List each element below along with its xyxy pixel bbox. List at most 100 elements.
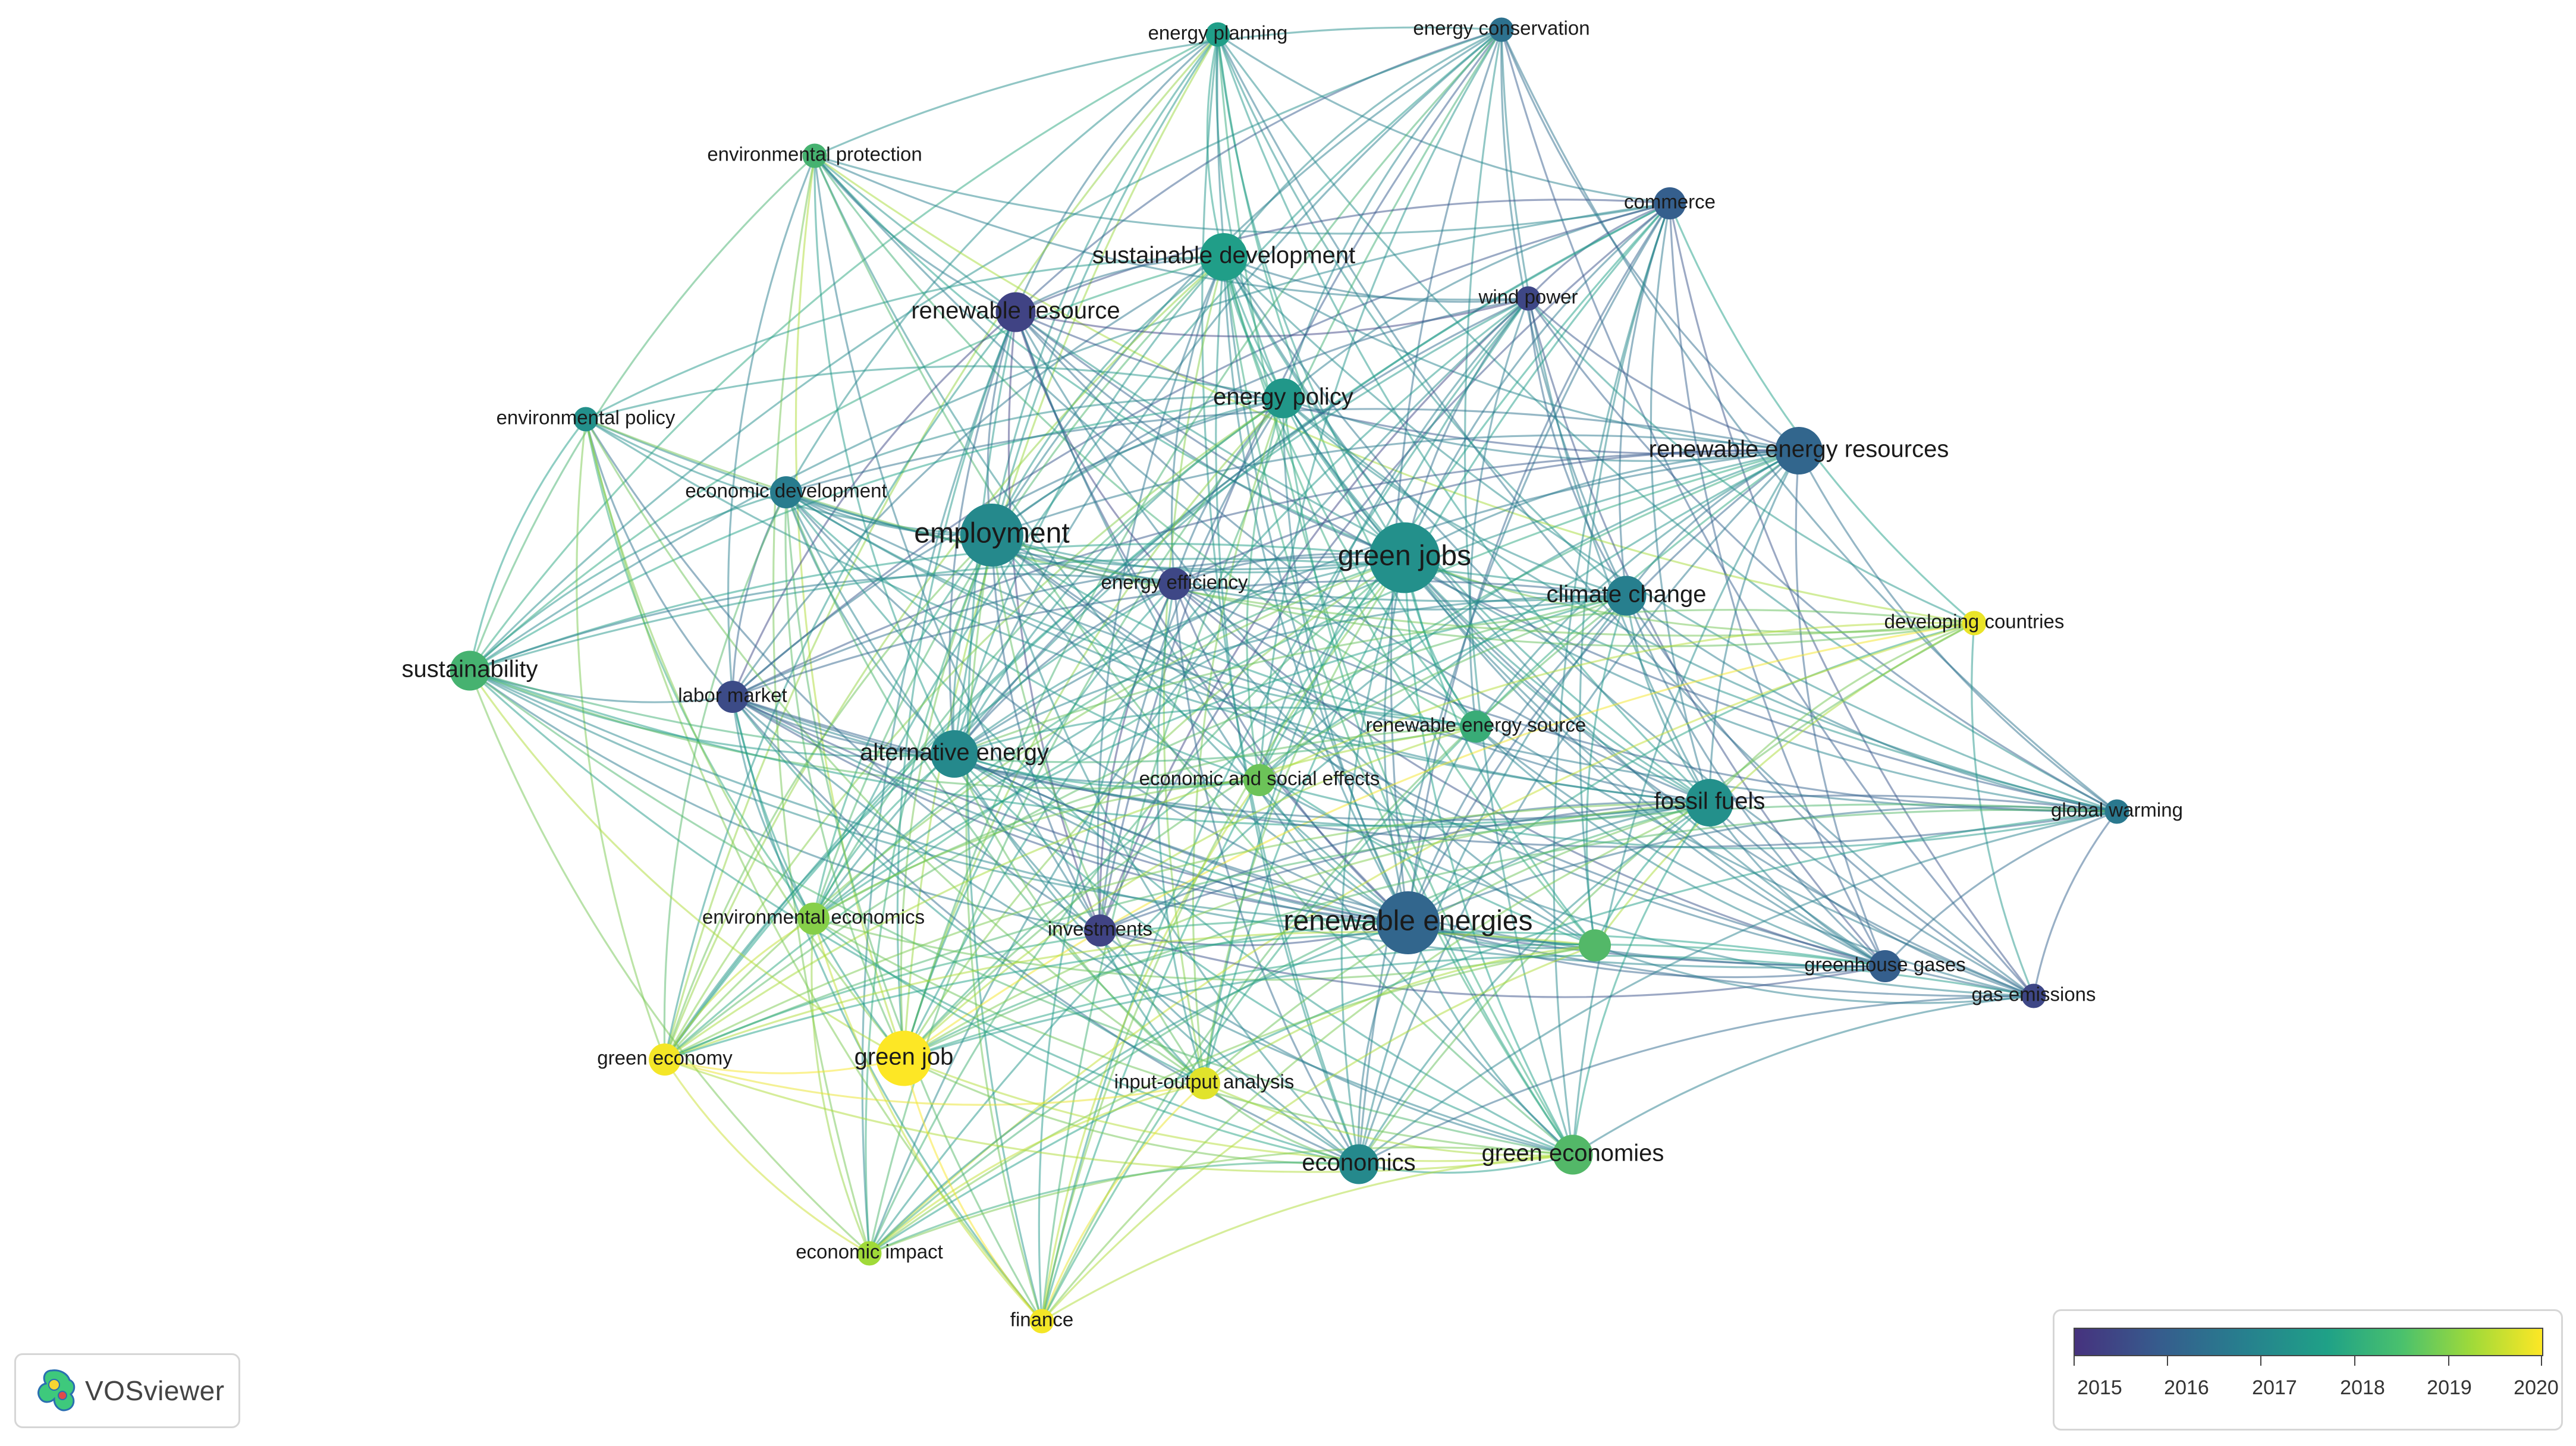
node-greenhouse-gases[interactable] bbox=[1869, 950, 1901, 982]
node-labor-market[interactable] bbox=[717, 681, 749, 713]
node-label-gas-emissions[interactable]: gas emissions bbox=[1971, 983, 2096, 1005]
node-label-green-jobs[interactable]: green jobs bbox=[1338, 540, 1471, 572]
node-label-environmental-economics[interactable]: environmental economics bbox=[702, 906, 925, 928]
node-label-economics[interactable]: economics bbox=[1302, 1150, 1415, 1176]
node-label-renewable-energy-source[interactable]: renewable energy source bbox=[1366, 714, 1587, 736]
network-edge bbox=[664, 1057, 904, 1074]
node-employment[interactable] bbox=[960, 504, 1023, 567]
network-edge bbox=[585, 418, 1627, 602]
network-edge bbox=[1469, 298, 1529, 727]
node-label-green-economies[interactable]: green economies bbox=[1482, 1140, 1664, 1167]
network-edge bbox=[585, 419, 734, 698]
node-label-sustainability[interactable]: sustainability bbox=[401, 656, 538, 683]
node-label-green-job[interactable]: green job bbox=[855, 1044, 954, 1070]
node-label-finance[interactable]: finance bbox=[1010, 1309, 1073, 1331]
node-green-economies[interactable] bbox=[1553, 1134, 1593, 1175]
node-gas-emissions[interactable] bbox=[2021, 983, 2046, 1008]
network-edge bbox=[1358, 995, 2034, 1165]
node-renewable-energy-source[interactable] bbox=[1460, 711, 1492, 743]
node-label-input-output-analysis[interactable]: input-output analysis bbox=[1114, 1071, 1295, 1093]
node-label-sustainable-development[interactable]: sustainable development bbox=[1092, 243, 1356, 269]
node-label-climate-change[interactable]: climate change bbox=[1546, 581, 1706, 608]
node-fossil-fuels[interactable] bbox=[1686, 779, 1733, 826]
node-global-warming[interactable] bbox=[2104, 799, 2129, 824]
node-label-green-economy[interactable]: green economy bbox=[597, 1047, 733, 1069]
node-finance[interactable] bbox=[1029, 1309, 1054, 1334]
node-label-environmental-protection[interactable]: environmental protection bbox=[707, 143, 922, 165]
node-green-economy[interactable] bbox=[649, 1043, 681, 1076]
network-edge bbox=[664, 256, 1225, 1060]
node-developing-countries[interactable] bbox=[1962, 611, 1987, 636]
network-edge bbox=[1527, 298, 2118, 813]
legend-tick bbox=[2260, 1356, 2261, 1366]
network-edge bbox=[1192, 398, 1284, 1084]
node-label-commerce[interactable]: commerce bbox=[1624, 191, 1716, 213]
network-edge bbox=[869, 1146, 1573, 1255]
node-label-economic-development[interactable]: economic development bbox=[685, 480, 887, 502]
node-sustainability[interactable] bbox=[450, 650, 490, 691]
network-edge bbox=[1015, 297, 1529, 338]
node-wind-power[interactable] bbox=[1516, 286, 1541, 311]
node-alternative-energy[interactable] bbox=[931, 730, 978, 778]
node-label-investments[interactable]: investments bbox=[1048, 918, 1152, 940]
network-edge bbox=[585, 365, 1284, 420]
node-label-renewable-energies[interactable]: renewable energies bbox=[1284, 906, 1533, 937]
network-edge bbox=[1798, 450, 2118, 813]
node-label-energy-policy[interactable]: energy policy bbox=[1213, 384, 1353, 410]
node-climate-change[interactable] bbox=[1606, 576, 1647, 616]
network-edge bbox=[1258, 297, 1529, 781]
node-environmental-protection[interactable] bbox=[802, 143, 827, 168]
node-label-employment[interactable]: employment bbox=[914, 518, 1069, 549]
node-label-developing-countries[interactable]: developing countries bbox=[1884, 611, 2065, 633]
node-label-energy-conservation[interactable]: energy conservation bbox=[1413, 17, 1589, 39]
node-label-global-warming[interactable]: global warming bbox=[2051, 799, 2183, 821]
network-edge bbox=[1625, 595, 1886, 967]
node-label-economic-and-social-effects[interactable]: economic and social effects bbox=[1139, 768, 1380, 790]
node-renewable-resource[interactable] bbox=[995, 292, 1036, 332]
node-economic-and-social-effects[interactable] bbox=[1243, 764, 1276, 796]
node-economic-impact[interactable] bbox=[857, 1241, 882, 1266]
node-label-alternative-energy[interactable]: alternative energy bbox=[860, 740, 1049, 766]
node-label-wind-power[interactable]: wind power bbox=[1478, 286, 1578, 308]
node-energy-planning[interactable] bbox=[1205, 22, 1230, 47]
node-input-output-analysis[interactable] bbox=[1188, 1067, 1220, 1099]
network-edge bbox=[896, 312, 1017, 1059]
network-edge bbox=[1358, 622, 1975, 1165]
node-label-greenhouse-gases[interactable]: greenhouse gases bbox=[1804, 954, 1966, 976]
node-energy-policy[interactable] bbox=[1263, 378, 1303, 419]
network-edge bbox=[1282, 398, 1574, 1155]
node-energy-efficiency[interactable] bbox=[1158, 568, 1190, 600]
node-label-energy-planning[interactable]: energy planning bbox=[1148, 22, 1288, 44]
network-edge bbox=[1625, 595, 1711, 803]
node-economics[interactable] bbox=[1339, 1144, 1379, 1184]
node-economic-development[interactable] bbox=[770, 476, 802, 508]
node-sustainable-development[interactable] bbox=[1200, 233, 1248, 281]
node-green-job[interactable] bbox=[876, 1030, 932, 1086]
node-renewable-energies[interactable] bbox=[1377, 891, 1440, 954]
node-environmental-economics[interactable] bbox=[797, 903, 830, 935]
node-label-energy-efficiency[interactable]: energy efficiency bbox=[1101, 571, 1248, 593]
network-edge bbox=[663, 492, 787, 1060]
node-unlabeled-node[interactable] bbox=[1579, 929, 1611, 961]
node-label-fossil-fuels[interactable]: fossil fuels bbox=[1654, 788, 1765, 815]
node-green-jobs[interactable] bbox=[1369, 522, 1440, 593]
network-edge bbox=[991, 535, 1409, 924]
node-label-renewable-resource[interactable]: renewable resource bbox=[911, 298, 1120, 324]
node-label-labor-market[interactable]: labor market bbox=[678, 684, 787, 706]
node-label-renewable-energy-resources[interactable]: renewable energy resources bbox=[1649, 436, 1949, 463]
node-commerce[interactable] bbox=[1654, 187, 1686, 219]
network-edge bbox=[732, 696, 1710, 822]
network-edge bbox=[1553, 203, 1671, 1155]
node-environmental-policy[interactable] bbox=[573, 407, 598, 432]
node-label-economic-impact[interactable]: economic impact bbox=[796, 1241, 943, 1263]
node-investments[interactable] bbox=[1084, 914, 1116, 947]
network-edge bbox=[469, 669, 955, 757]
network-edge bbox=[954, 449, 1799, 755]
network-edge bbox=[903, 1057, 1573, 1162]
node-label-environmental-policy[interactable]: environmental policy bbox=[497, 407, 676, 429]
node-energy-conservation[interactable] bbox=[1489, 17, 1514, 42]
network-edge bbox=[664, 1058, 1205, 1106]
node-renewable-energy-resources[interactable] bbox=[1775, 427, 1823, 474]
network-edge bbox=[813, 917, 1359, 1165]
